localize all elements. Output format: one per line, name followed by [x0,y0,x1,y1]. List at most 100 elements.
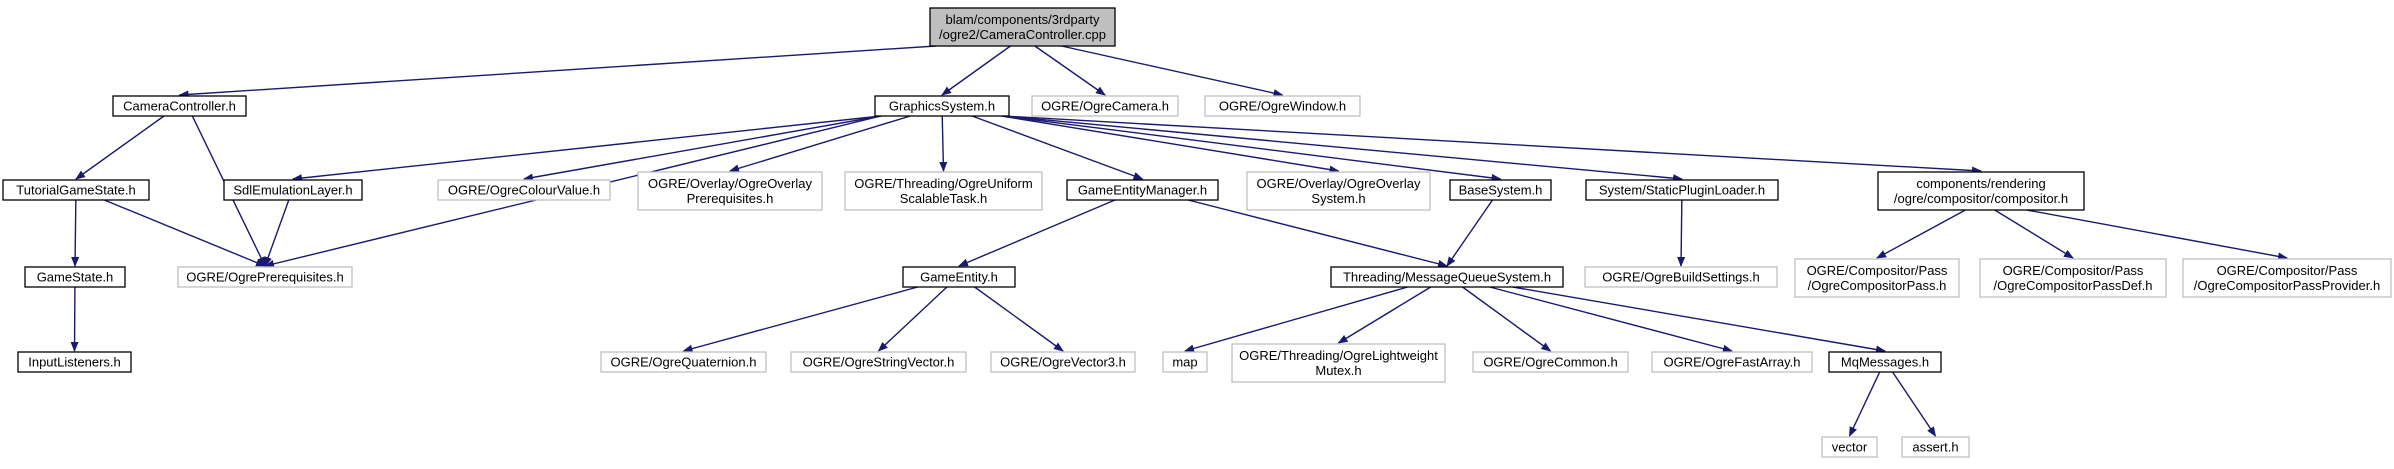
node-label: OGRE/Compositor/Pass [2217,263,2358,278]
node-label: vector [1832,440,1868,455]
node-box [1246,171,1431,211]
node-box [790,351,967,373]
edge-sdlemulationlayer_h-to-ogreprerequisites_h [264,199,290,267]
node-box [177,266,353,288]
node-box [1231,343,1446,383]
node-label: GraphicsSystem.h [889,99,995,114]
node-label: OGRE/OgreStringVector.h [803,355,955,370]
node-box [223,179,363,201]
node-label: OGRE/OgreColourValue.h [448,183,600,198]
node-box [1330,266,1564,288]
node-box [1651,351,1813,373]
node-box [1204,95,1361,117]
node-label: Threading/MessageQueueSystem.h [1343,270,1551,285]
edge-compositor_h-to-ogrecompositorpassdef_h [1994,209,2074,259]
node-box [1449,179,1552,201]
edge-graphicssystem_h-to-compositor_h [1002,115,1982,175]
node-label: Prerequisites.h [687,191,774,206]
node-ogrewindow_h: OGRE/OgreWindow.h [1204,95,1361,117]
node-box [1031,95,1179,117]
edges-layer [70,45,2288,437]
edge-graphicssystem_h-to-basesystem_h [1002,115,1502,182]
node-label: OGRE/OgreFastArray.h [1663,355,1800,370]
node-box [990,351,1136,373]
node-label: OGRE/OgreCamera.h [1041,99,1169,114]
edge-messagequeuesystem_h-to-mqmessages_h [1512,286,1886,354]
node-label: OGRE/OgreCommon.h [1483,355,1617,370]
node-label: /ogre2/CameraController.cpp [939,27,1106,42]
node-basesystem_h[interactable]: BaseSystem.h [1449,179,1552,201]
edge-gameentity_h-to-ogrevector3_h [974,286,1064,352]
node-ogrecompositorpassprovider_h: OGRE/Compositor/Pass/OgreCompositorPassP… [2182,258,2392,298]
node-cameracontroller_h[interactable]: CameraController.h [112,95,247,117]
node-label: map [1172,355,1197,370]
node-box [1066,179,1219,201]
node-staticpluginloader_h[interactable]: System/StaticPluginLoader.h [1585,179,1779,201]
node-box [1585,179,1779,201]
node-label: GameState.h [37,270,114,285]
node-mqmessages_h[interactable]: MqMessages.h [1828,351,1942,373]
node-vector: vector [1821,436,1878,458]
node-label: /OgreCompositorPassDef.h [1994,278,2153,293]
node-box [1821,436,1878,458]
node-label: CameraController.h [123,99,236,114]
node-box [112,95,247,117]
edge-messagequeuesystem_h-to-ogrecommon_h [1462,286,1552,352]
edge-graphicssystem_h-to-ogreuniformtask_h [939,115,948,172]
node-ogrebuildsettings_h: OGRE/OgreBuildSettings.h [1584,266,1778,288]
node-graphicssystem_h[interactable]: GraphicsSystem.h [874,95,1010,117]
node-label: BaseSystem.h [1459,183,1543,198]
node-compositor_h[interactable]: components/rendering/ogre/compositor/com… [1877,171,2085,211]
node-box [874,95,1010,117]
node-label: OGRE/Overlay/OgreOverlay [1257,176,1421,191]
edge-graphicssystem_h-to-gameentitymanager_h [971,115,1144,180]
node-label: InputListeners.h [28,355,121,370]
node-gamestate_h[interactable]: GameState.h [24,266,126,288]
node-ogrecommon_h: OGRE/OgreCommon.h [1472,351,1629,373]
node-root[interactable]: blam/components/3rdparty/ogre2/CameraCon… [929,7,1116,47]
node-label: SdlEmulationLayer.h [233,183,352,198]
edge-graphicssystem_h-to-staticpluginloader_h [1002,115,1683,183]
node-box [600,351,767,373]
node-label: MqMessages.h [1841,355,1929,370]
node-messagequeuesystem_h[interactable]: Threading/MessageQueueSystem.h [1330,266,1564,288]
node-assert_h: assert.h [1901,436,1970,458]
node-box [1472,351,1629,373]
node-label: OGRE/Overlay/OgreOverlay [648,176,812,191]
node-label: /OgreCompositorPassProvider.h [2194,278,2380,293]
node-label: Mutex.h [1315,363,1361,378]
edge-cameracontroller_h-to-tutorialgamestate_h [75,115,165,180]
node-label: OGRE/OgrePrerequisites.h [186,270,344,285]
edge-root-to-graphicssystem_h [941,45,1011,96]
node-label: /OgreCompositorPass.h [1808,278,1947,293]
node-ogrevector3_h: OGRE/OgreVector3.h [990,351,1136,373]
node-box [2182,258,2392,298]
edge-gameentity_h-to-ogrestringvector_h [877,286,948,352]
node-ogrequaternion_h: OGRE/OgreQuaternion.h [600,351,767,373]
node-box [1584,266,1778,288]
node-gameentity_h[interactable]: GameEntity.h [902,266,1016,288]
edge-messagequeuesystem_h-to-ogrelightweightmutex_h [1337,286,1432,344]
node-label: System.h [1311,191,1365,206]
edge-compositor_h-to-ogrecompositorpass_h [1876,209,1966,259]
edge-mqmessages_h-to-vector [1848,371,1881,437]
edge-root-to-ogrecamera_h [1034,45,1106,96]
node-box [2,179,150,201]
node-label: GameEntityManager.h [1078,183,1207,198]
node-label: GameEntity.h [920,270,998,285]
node-gameentitymanager_h[interactable]: GameEntityManager.h [1066,179,1219,201]
node-label: OGRE/OgreVector3.h [1000,355,1126,370]
node-box [1794,258,1960,298]
node-label: blam/components/3rdparty [946,12,1100,27]
node-inputlisteners_h[interactable]: InputListeners.h [17,351,132,373]
node-map: map [1162,351,1208,373]
node-label: OGRE/OgreBuildSettings.h [1602,270,1760,285]
node-sdlemulationlayer_h[interactable]: SdlEmulationLayer.h [223,179,363,201]
nodes-layer: blam/components/3rdparty/ogre2/CameraCon… [2,7,2392,458]
node-tutorialgamestate_h[interactable]: TutorialGameState.h [2,179,150,201]
node-label: /ogre/compositor/compositor.h [1894,191,2068,206]
edge-gameentitymanager_h-to-messagequeuesystem_h [1188,199,1448,268]
